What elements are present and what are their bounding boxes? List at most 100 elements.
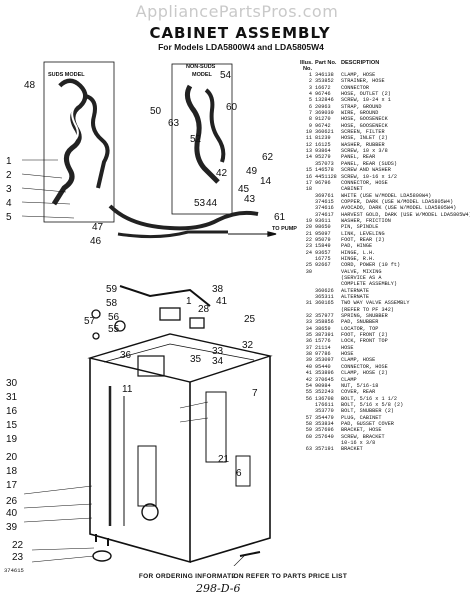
description: WIRE, GROUND bbox=[341, 110, 379, 117]
parts-row: COMPLETE ASSEMBLY) bbox=[300, 281, 470, 287]
part-no: 97786 bbox=[315, 351, 331, 358]
description: (REFER TO PF 342) bbox=[341, 306, 394, 313]
callout-number: 23 bbox=[12, 552, 24, 563]
illus-no: 31 bbox=[305, 300, 312, 307]
header-description: DESCRIPTION bbox=[341, 60, 380, 66]
callout-number: 4 bbox=[6, 198, 12, 209]
suds-model-label: SUDS MODEL bbox=[48, 72, 85, 78]
illus-no: 56 bbox=[305, 395, 312, 402]
callout-number: 39 bbox=[6, 522, 18, 533]
description: CLAMP bbox=[341, 376, 357, 383]
part-no: 93864 bbox=[315, 148, 331, 155]
callout-number: 22 bbox=[12, 540, 24, 551]
description: PAD, HINGE bbox=[341, 243, 373, 250]
description: HINGE, L.H. bbox=[341, 249, 376, 256]
description: HOSE bbox=[341, 351, 354, 358]
part-no: 357073 bbox=[315, 160, 334, 167]
description: ALTERNATE bbox=[341, 287, 370, 294]
illus-no: 11 bbox=[305, 135, 312, 142]
part-no: 374616 bbox=[315, 205, 334, 212]
document-number: 374615 bbox=[4, 567, 24, 574]
illus-no: 38 bbox=[305, 351, 312, 358]
callout-number: 53 bbox=[194, 198, 206, 209]
illus-no: 23 bbox=[305, 243, 312, 250]
description: PAD, SNUBBER bbox=[341, 319, 379, 326]
illus-no: 2 bbox=[308, 78, 312, 85]
callout-number: 19 bbox=[6, 434, 18, 445]
part-no: 353097 bbox=[315, 357, 334, 364]
description: COPPER, DARK (USE W/MODEL LDA5805W4) bbox=[341, 198, 454, 205]
callout-number: 31 bbox=[6, 392, 18, 403]
description: CONNECTOR, HOSE bbox=[341, 179, 388, 186]
description: SCREEN, FILTER bbox=[341, 129, 385, 136]
page-title: CABINET ASSEMBLY bbox=[149, 24, 331, 42]
description: FOOT, FRONT (2) bbox=[341, 332, 388, 339]
parts-list-header: Illus. No. Part No. DESCRIPTION bbox=[300, 60, 470, 72]
description: PIN, SPINDLE bbox=[341, 224, 379, 231]
part-no: 4451128 bbox=[315, 173, 337, 180]
exploded-diagram: SUDS MODEL NON-SUDS MODEL TO PUMP 481234… bbox=[6, 61, 297, 566]
to-pump-label: TO PUMP bbox=[272, 226, 297, 232]
illus-no: 41 bbox=[305, 370, 312, 377]
part-no: 92667 bbox=[315, 262, 331, 269]
description: HOSE, GOOSENECK bbox=[341, 122, 388, 129]
description: ALTERNATE bbox=[341, 294, 370, 301]
part-no: 257640 bbox=[315, 433, 334, 440]
callout-number: 43 bbox=[244, 194, 256, 205]
callout-number: 20 bbox=[6, 452, 18, 463]
illus-no: 14 bbox=[305, 154, 312, 161]
callout-number: 14 bbox=[260, 176, 272, 187]
description: VALVE, MIXING bbox=[341, 268, 382, 275]
description: WHITE (USE W/MODEL LDA5800W4) bbox=[341, 192, 432, 199]
non-suds-label-line2: MODEL bbox=[192, 72, 213, 78]
part-no: 353770 bbox=[315, 408, 334, 415]
description: CLAMP, HOSE bbox=[341, 72, 376, 78]
illus-no: 63 bbox=[305, 446, 312, 453]
part-no: 95440 bbox=[315, 363, 331, 370]
callout-number: 38 bbox=[212, 284, 224, 295]
callout-number: 18 bbox=[6, 466, 18, 477]
callout-number: 40 bbox=[6, 508, 18, 519]
description: STRAP, GROUND bbox=[341, 103, 382, 110]
callout-number: 21 bbox=[218, 454, 230, 465]
part-no: 357696 bbox=[315, 427, 334, 434]
part-no: 16672 bbox=[315, 84, 331, 91]
illus-no: 39 bbox=[305, 357, 312, 364]
illus-no: 58 bbox=[305, 420, 312, 427]
description: LOCATOR, TOP bbox=[341, 325, 379, 332]
callout-number: 2 bbox=[6, 170, 12, 181]
callout-number: 28 bbox=[198, 304, 210, 315]
description: SCREW AND WASHER bbox=[341, 167, 391, 174]
illus-no: 37 bbox=[305, 344, 312, 351]
description: PLUG, CABINET bbox=[341, 414, 382, 421]
callout-number: 42 bbox=[216, 168, 228, 179]
